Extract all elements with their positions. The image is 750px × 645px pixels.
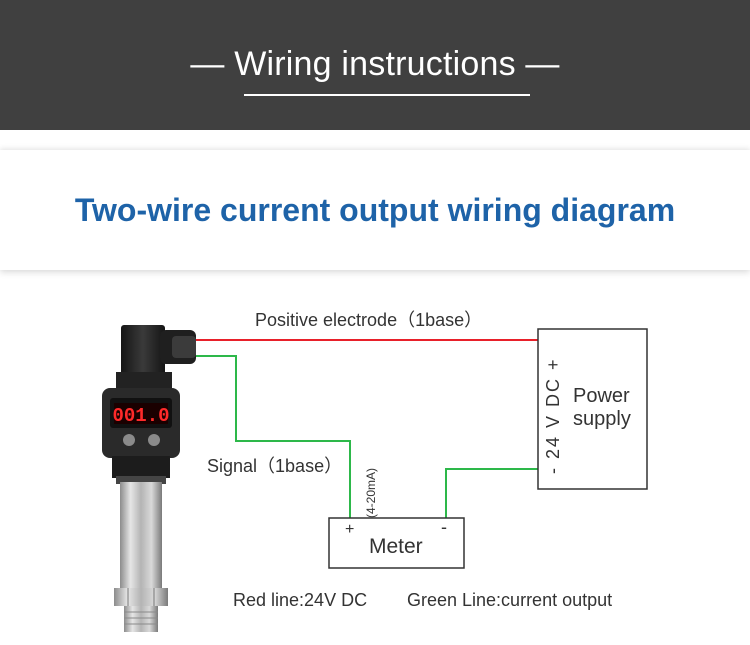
green-wire-return [445,468,538,518]
positive-electrode-label: Positive electrode（1base） [255,310,483,330]
pressure-transmitter [102,325,196,632]
steel-body [120,482,162,590]
header-underline [244,94,530,96]
hex-nut [114,588,168,606]
display-reading: 001.0 [112,405,169,427]
meter-minus-sign: - [441,517,447,537]
power-supply-label-line1: Power [573,385,630,407]
header-band [0,0,750,130]
power-supply-label-line2: supply [573,408,631,430]
meter-box [328,517,465,569]
connector-head [121,325,165,375]
header-title: — Wiring instructions — [190,45,560,83]
button-left [123,434,135,446]
signal-label: Signal（1base） [207,456,343,476]
power-supply-box [537,328,648,490]
legend-green-line: Green Line:current output [407,590,613,610]
led-display [114,403,168,424]
current-range-label: (4-20mA) [364,468,378,518]
power-voltage-label: - 24 V DC + [543,357,563,474]
meter-label: Meter [369,535,423,558]
thread [124,606,158,632]
legend-red-line: Red line:24V DC [233,590,368,610]
green-wire-signal [196,355,351,518]
button-right [148,434,160,446]
diagram-title: Two-wire current output wiring diagram [74,192,676,228]
meter-plus-sign: + [345,521,355,538]
subtitle-band [0,150,750,270]
